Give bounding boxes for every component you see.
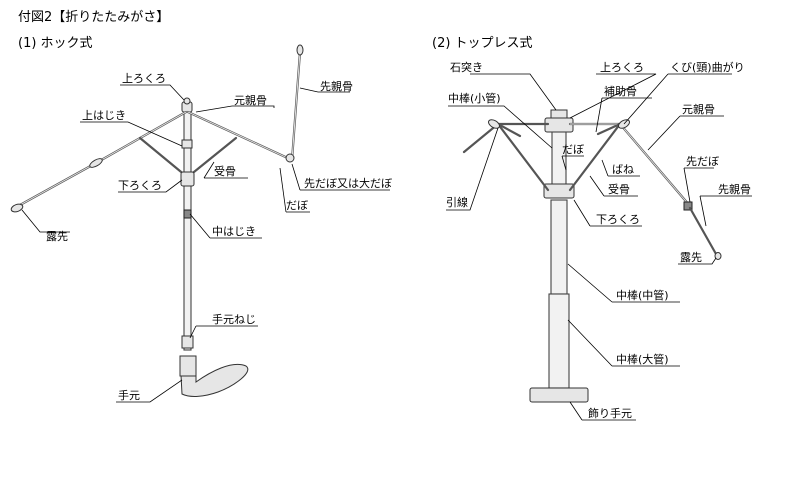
topless-left-support-rib xyxy=(496,122,522,138)
label-lower-runner-2: 下ろくろ xyxy=(596,213,640,226)
label-handle-1: 手元 xyxy=(118,388,140,402)
topless-upper-runner xyxy=(544,117,574,133)
hook-right-dabo xyxy=(285,153,295,163)
topless-lower-runner xyxy=(543,183,575,199)
label-dabo-1: だぼ xyxy=(286,199,308,212)
hook-middle-spring xyxy=(183,209,192,219)
label-tip-rib-2: 先親骨 xyxy=(718,183,751,196)
topless-type-heading: (2) トップレス式 xyxy=(432,36,533,51)
hook-left-joint xyxy=(89,158,103,168)
label-dabo-2: だぼ xyxy=(562,143,584,156)
label-shaft-large-2: 中棒(大管) xyxy=(616,352,669,366)
label-main-rib-2: 元親骨 xyxy=(682,103,715,116)
label-tip-dabo-1: 先だぼ又は大だぼ xyxy=(304,176,392,190)
label-support-rib-2: 補助骨 xyxy=(604,84,637,98)
hook-top-cap xyxy=(183,97,191,105)
label-neck-bend-2: くび(頸)曲がり xyxy=(670,60,745,74)
topless-shaft-small xyxy=(551,131,567,191)
label-upper-runner-1: 上ろくろ xyxy=(122,72,166,85)
topless-decor-handle xyxy=(529,387,589,403)
label-handle-screw-1: 手元ねじ xyxy=(212,312,256,326)
hook-right-stretcher xyxy=(187,136,238,178)
label-tip-dabo-2: 先だぼ xyxy=(686,155,719,168)
figure-title: 付図2【折りたたみがさ】 xyxy=(18,10,169,25)
topless-left-stretcher xyxy=(496,122,550,192)
label-upper-spring-1: 上はじき xyxy=(82,109,126,122)
topless-tip xyxy=(714,252,722,260)
label-draw-wire-2: 引線 xyxy=(446,195,468,209)
topless-tip-rib xyxy=(688,206,718,256)
hook-handle-screw xyxy=(181,335,194,349)
label-stretcher-2: 受骨 xyxy=(608,183,630,196)
topless-stone-cap xyxy=(550,109,568,119)
topless-left-joint xyxy=(488,119,500,129)
label-upper-runner-2: 上ろくろ xyxy=(600,61,644,74)
label-stone-cap-2: 石突き xyxy=(450,60,483,74)
label-shaft-mid-2: 中棒(中管) xyxy=(616,288,669,302)
hook-type-diagram: (1) ホック式 xyxy=(10,36,392,403)
hook-handle xyxy=(179,355,249,397)
label-main-rib-1: 元親骨 xyxy=(234,94,267,107)
topless-type-diagram: (2) トップレス式 xyxy=(432,36,752,421)
label-stretcher-1: 受骨 xyxy=(214,165,236,178)
label-tip-rib-1: 先親骨 xyxy=(320,80,353,93)
hook-lower-runner xyxy=(180,171,195,187)
label-decor-handle-2: 飾り手元 xyxy=(588,406,632,420)
topless-shaft-mid xyxy=(550,199,568,295)
label-lower-runner-1: 下ろくろ xyxy=(118,179,162,192)
label-tip-1: 露先 xyxy=(46,230,68,243)
topless-right-stretcher xyxy=(568,122,622,192)
hook-upper-spring xyxy=(181,139,193,149)
label-tip-2: 露先 xyxy=(680,251,702,264)
hook-left-tip xyxy=(10,203,24,213)
hook-right-tip xyxy=(296,44,304,56)
topless-shaft-large xyxy=(548,293,570,389)
hook-type-heading: (1) ホック式 xyxy=(18,36,93,51)
hook-handle-collar xyxy=(179,355,197,377)
label-shaft-small-2: 中棒(小管) xyxy=(448,91,501,105)
label-middle-spring-1: 中はじき xyxy=(212,225,256,238)
hook-left-stretcher xyxy=(138,136,188,178)
topless-right-support-rib xyxy=(596,122,622,136)
label-bane-2: ばね xyxy=(612,163,634,176)
topless-tip-dabo xyxy=(683,201,693,211)
